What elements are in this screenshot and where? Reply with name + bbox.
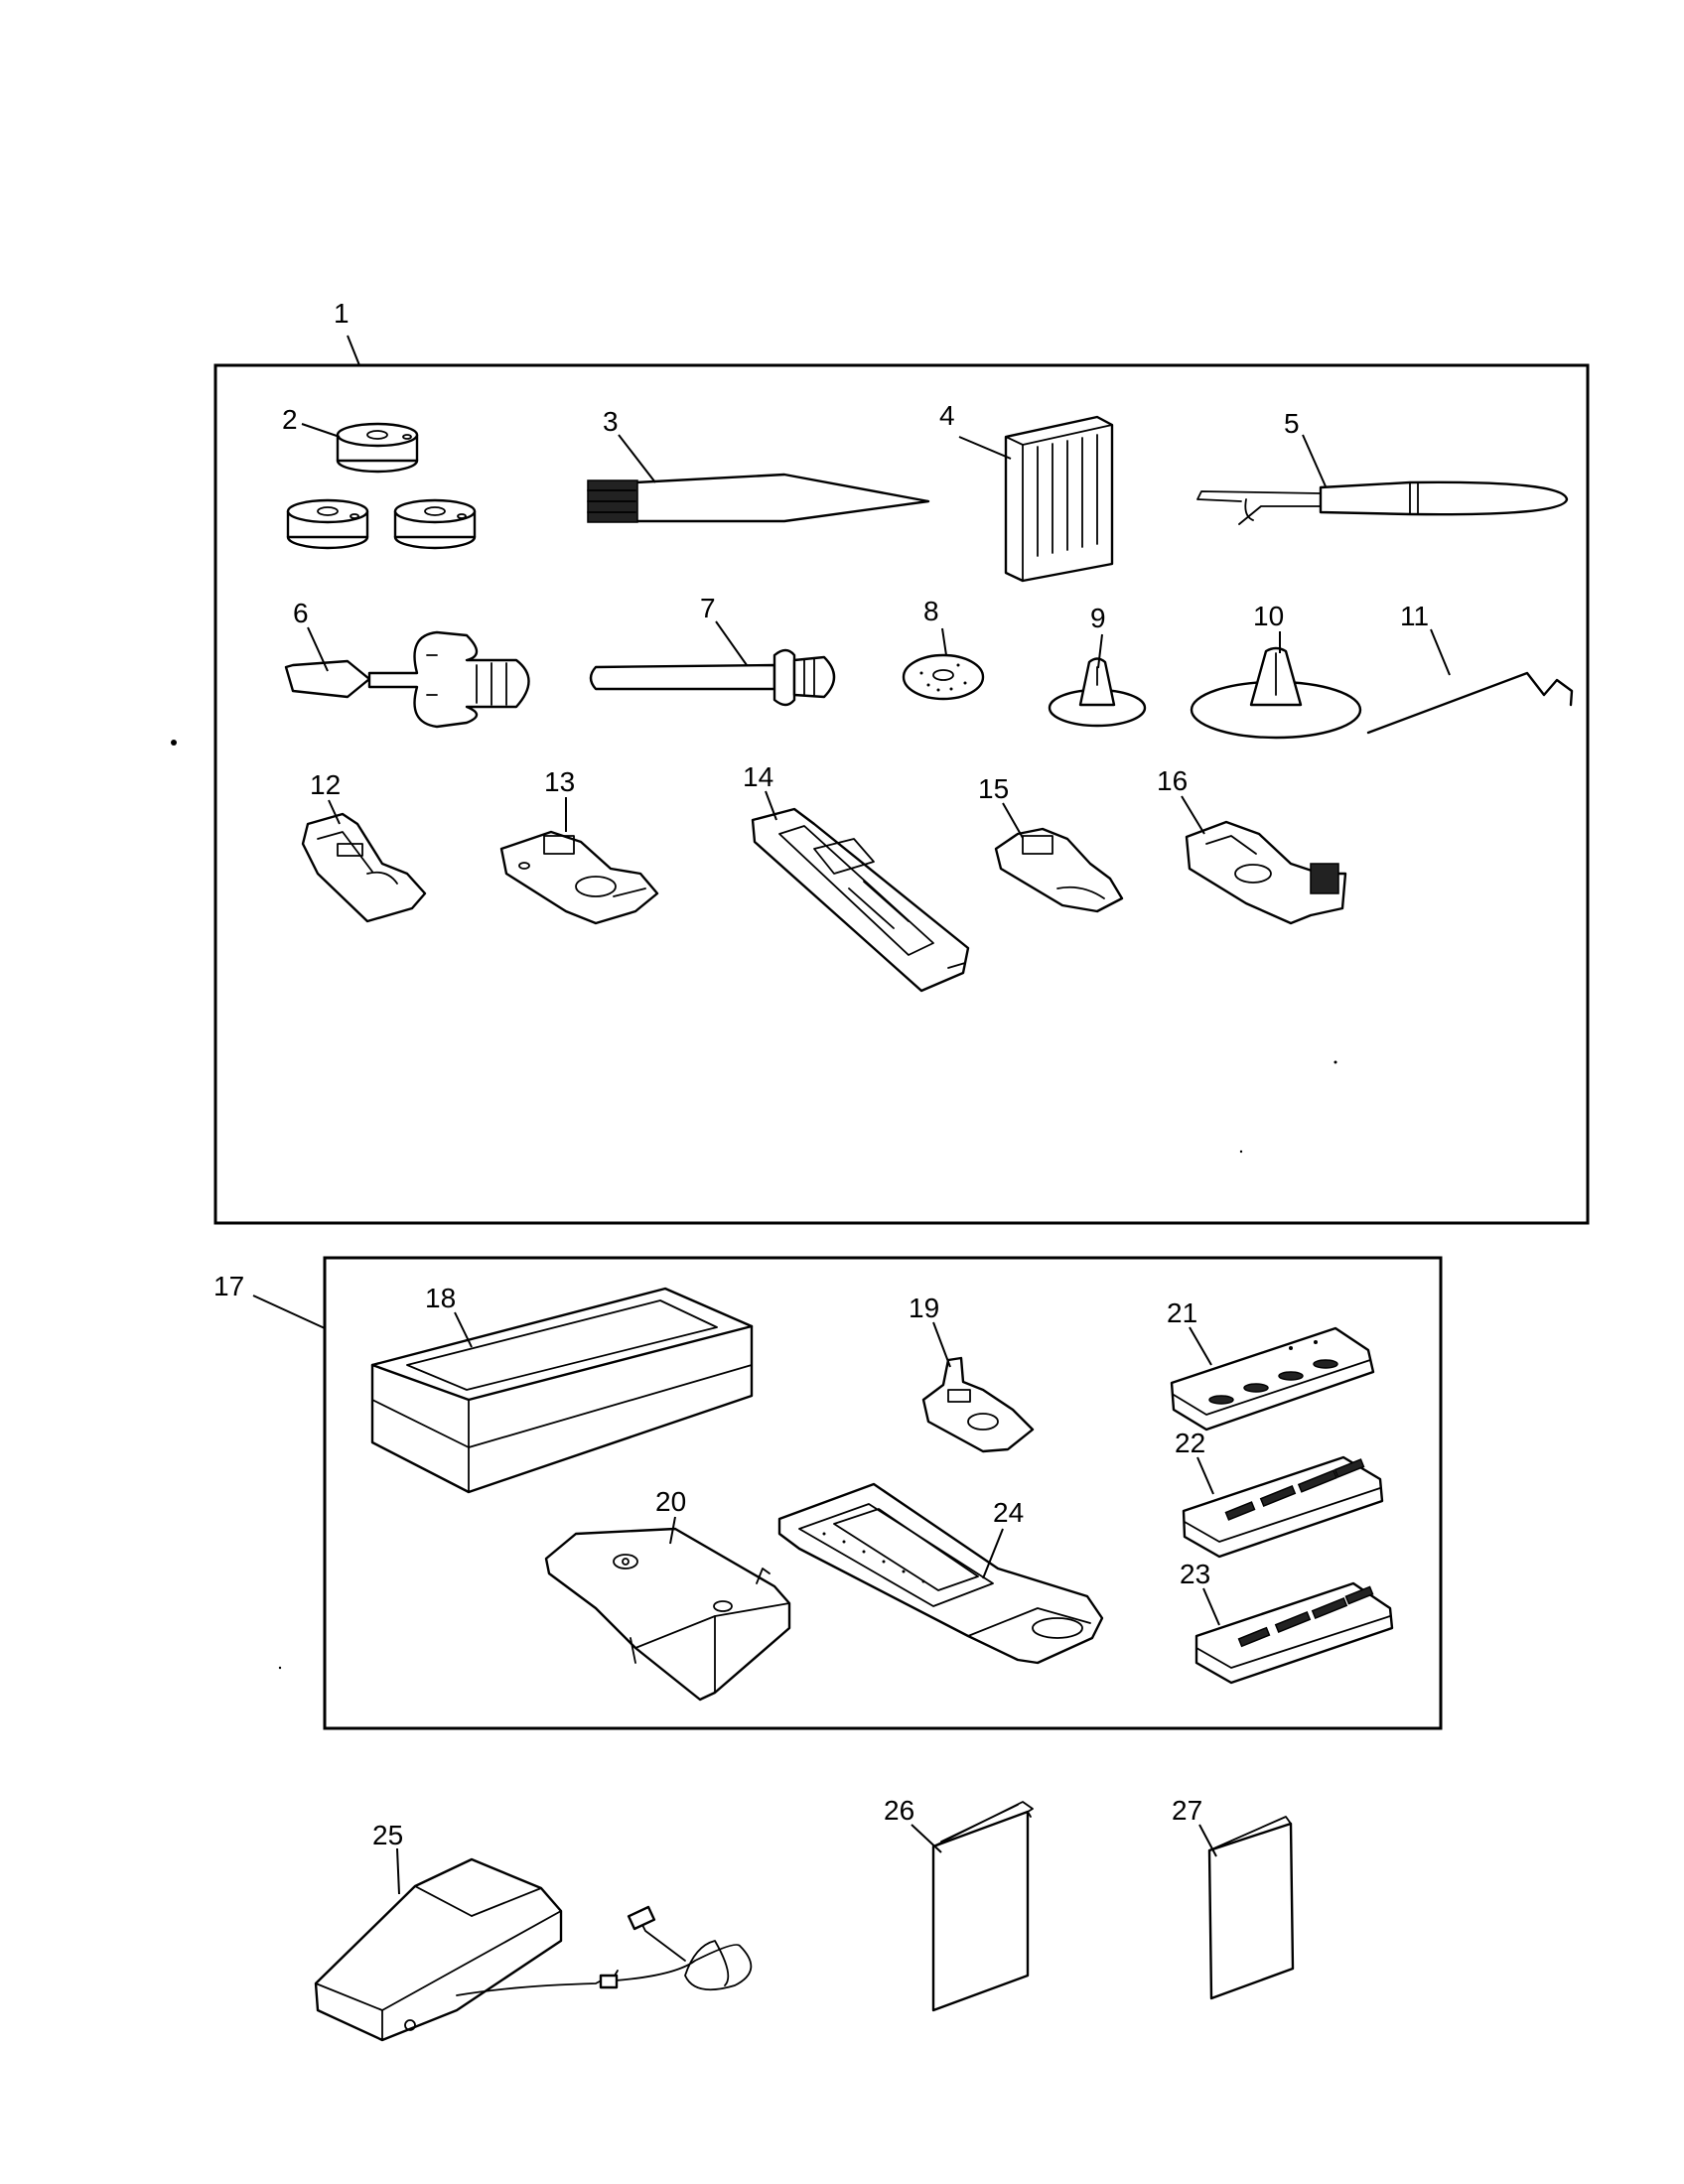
callout-6: 6	[293, 598, 309, 628]
callout-labels: 1 2 3 4 5 6 7 8 9 10 11 12 13 14 15 16 1…	[213, 298, 1429, 1850]
needles	[1037, 434, 1098, 557]
callout-20: 20	[655, 1486, 686, 1517]
part-27-leaflet	[1207, 1816, 1295, 2000]
part-13-presser-foot	[499, 830, 659, 925]
callout-19: 19	[909, 1293, 939, 1323]
part-3-lint-brush	[587, 473, 930, 523]
part-9-small-spool-cap	[1048, 657, 1147, 728]
part-6-screwdriver	[284, 630, 530, 729]
bobbin	[393, 498, 477, 550]
part-20-attachment-plate	[544, 1527, 791, 1702]
callout-11: 11	[1400, 601, 1429, 631]
callout-21: 21	[1167, 1297, 1197, 1328]
part-7-spool-pin	[589, 648, 836, 707]
part-16-presser-foot	[1185, 820, 1347, 925]
part-19-presser-foot	[921, 1356, 1035, 1453]
part-12-presser-foot	[301, 812, 427, 923]
part-2-bobbins	[286, 422, 477, 550]
callout-14: 14	[743, 761, 773, 792]
callout-2: 2	[282, 404, 298, 435]
callout-10: 10	[1253, 601, 1284, 631]
callout-9: 9	[1090, 603, 1106, 633]
stray-dot	[1333, 1060, 1337, 1064]
callout-15: 15	[978, 773, 1009, 804]
part-25-foot-controller	[314, 1857, 753, 2042]
bobbin	[336, 422, 419, 474]
part-5-seam-ripper	[1196, 480, 1569, 525]
part-23-buttonhole-plate	[1194, 1581, 1394, 1685]
callout-5: 5	[1284, 408, 1300, 439]
callout-13: 13	[544, 766, 575, 797]
callout-22: 22	[1175, 1428, 1205, 1458]
accessory-box-1	[213, 363, 1590, 1225]
callout-25: 25	[372, 1820, 403, 1850]
callout-7: 7	[700, 593, 716, 623]
part-18-accessory-case	[370, 1287, 754, 1494]
callout-23: 23	[1180, 1559, 1210, 1589]
part-21-buttonhole-plate	[1170, 1326, 1375, 1432]
part-10-large-spool-cap	[1190, 646, 1362, 740]
accessory-box-17	[323, 1256, 1443, 1730]
leader-lines	[252, 335, 1451, 1895]
stray-dot	[278, 1666, 282, 1670]
part-15-presser-foot	[994, 827, 1124, 913]
callout-18: 18	[425, 1283, 456, 1313]
stray-dot	[171, 740, 177, 746]
part-8-felt-disc	[902, 653, 985, 701]
callout-4: 4	[939, 400, 955, 431]
part-4-needle-pack	[1004, 415, 1114, 583]
part-14-buttonhole-foot	[751, 807, 970, 993]
callout-26: 26	[884, 1795, 914, 1826]
part-26-instruction-manual	[931, 1801, 1034, 2012]
bobbin	[286, 498, 369, 550]
callout-3: 3	[603, 406, 619, 437]
callout-16: 16	[1157, 765, 1188, 796]
callout-1: 1	[334, 298, 350, 329]
part-24-buttonhole-foot-large	[777, 1482, 1104, 1665]
callout-17: 17	[213, 1271, 244, 1301]
callout-12: 12	[310, 769, 341, 800]
callout-24: 24	[993, 1497, 1024, 1528]
part-11-bent-rod	[1366, 671, 1574, 735]
part-22-buttonhole-plate	[1182, 1455, 1384, 1559]
callout-27: 27	[1172, 1795, 1202, 1826]
callout-8: 8	[923, 596, 939, 626]
stray-dot	[1239, 1150, 1243, 1154]
